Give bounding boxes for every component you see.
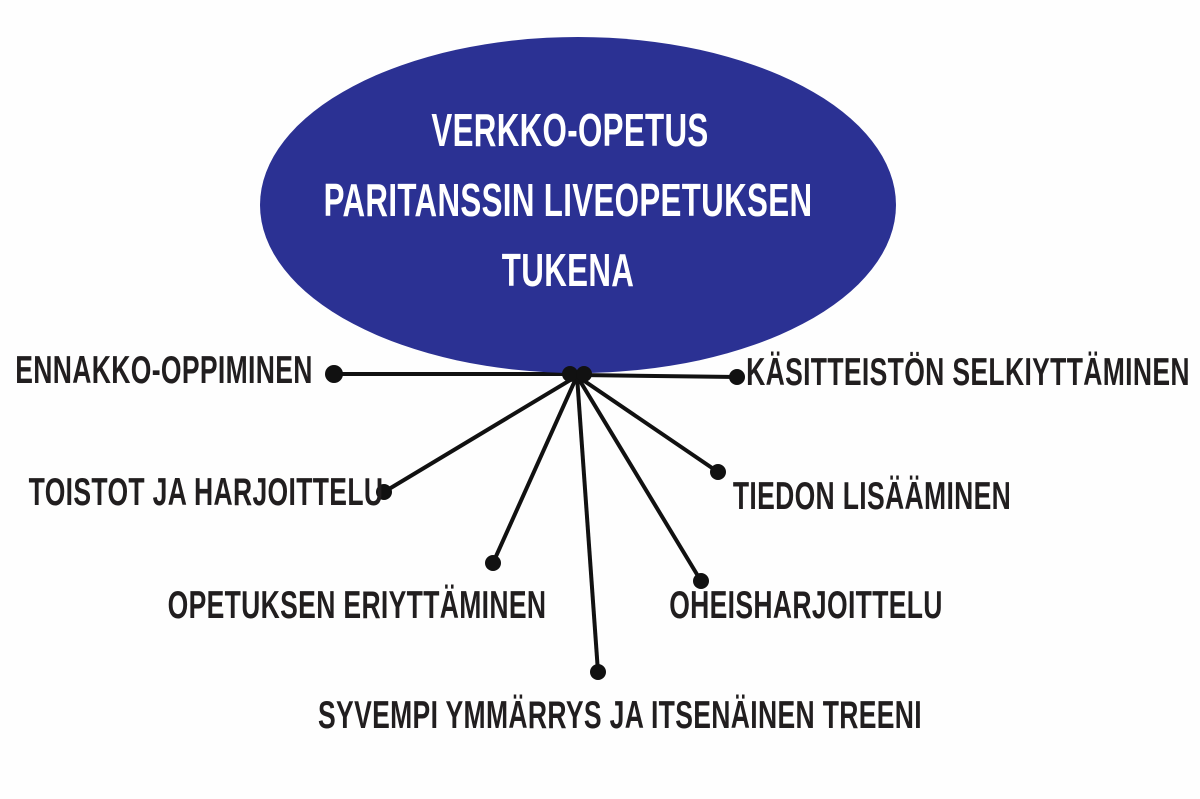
connector-line-toistot (382, 374, 579, 494)
node-label-opetuksen-eriyttaminen: OPETUKSEN ERIYTTÄMINEN (167, 584, 547, 627)
node-label-oheisharjoittelu: OHEISHARJOITTELU (669, 584, 943, 627)
central-topic-title-line-3: TUKENA (501, 244, 635, 296)
node-dot-ennakko (325, 365, 343, 383)
node-dot-tiedon (710, 464, 726, 480)
node-label-ennakko-oppiminen: ENNAKKO-OPPIMINEN (15, 349, 313, 392)
connector-line-opetuksen (491, 375, 579, 564)
central-topic-ellipse (260, 37, 896, 373)
node-dot-opetuksen (485, 555, 501, 571)
connector-lines (334, 372, 738, 673)
hub-dots (562, 366, 592, 382)
connector-line-kasitteisto (579, 373, 738, 379)
node-dot-syvempi (590, 664, 606, 680)
hub-dot-left (562, 366, 578, 382)
node-dots (325, 365, 745, 680)
central-topic-title-line-1: VERKKO-OPETUS (431, 104, 709, 156)
connector-line-oheis (575, 374, 703, 583)
node-dot-kasitteisto (729, 369, 745, 385)
connector-line-syvempi (575, 375, 600, 673)
connector-line-tiedon (575, 374, 720, 474)
node-label-syvempi-ymmarrys: SYVEMPI YMMÄRRYS JA ITSENÄINEN TREENI (318, 694, 922, 737)
node-dot-toistot (376, 484, 392, 500)
hub-dot-right (576, 366, 592, 382)
node-label-tiedon-lisaaminen: TIEDON LISÄÄMINEN (732, 475, 1012, 518)
node-label-kasitteiston-selkiyttaminen: KÄSITTEISTÖN SELKIYTTÄMINEN (746, 351, 1190, 394)
node-dot-oheis (693, 573, 709, 589)
node-label-toistot-ja-harjoittelu: TOISTOT JA HARJOITTELU (28, 471, 384, 514)
central-topic-title-line-2: PARITANSSIN LIVEOPETUKSEN (323, 174, 813, 226)
